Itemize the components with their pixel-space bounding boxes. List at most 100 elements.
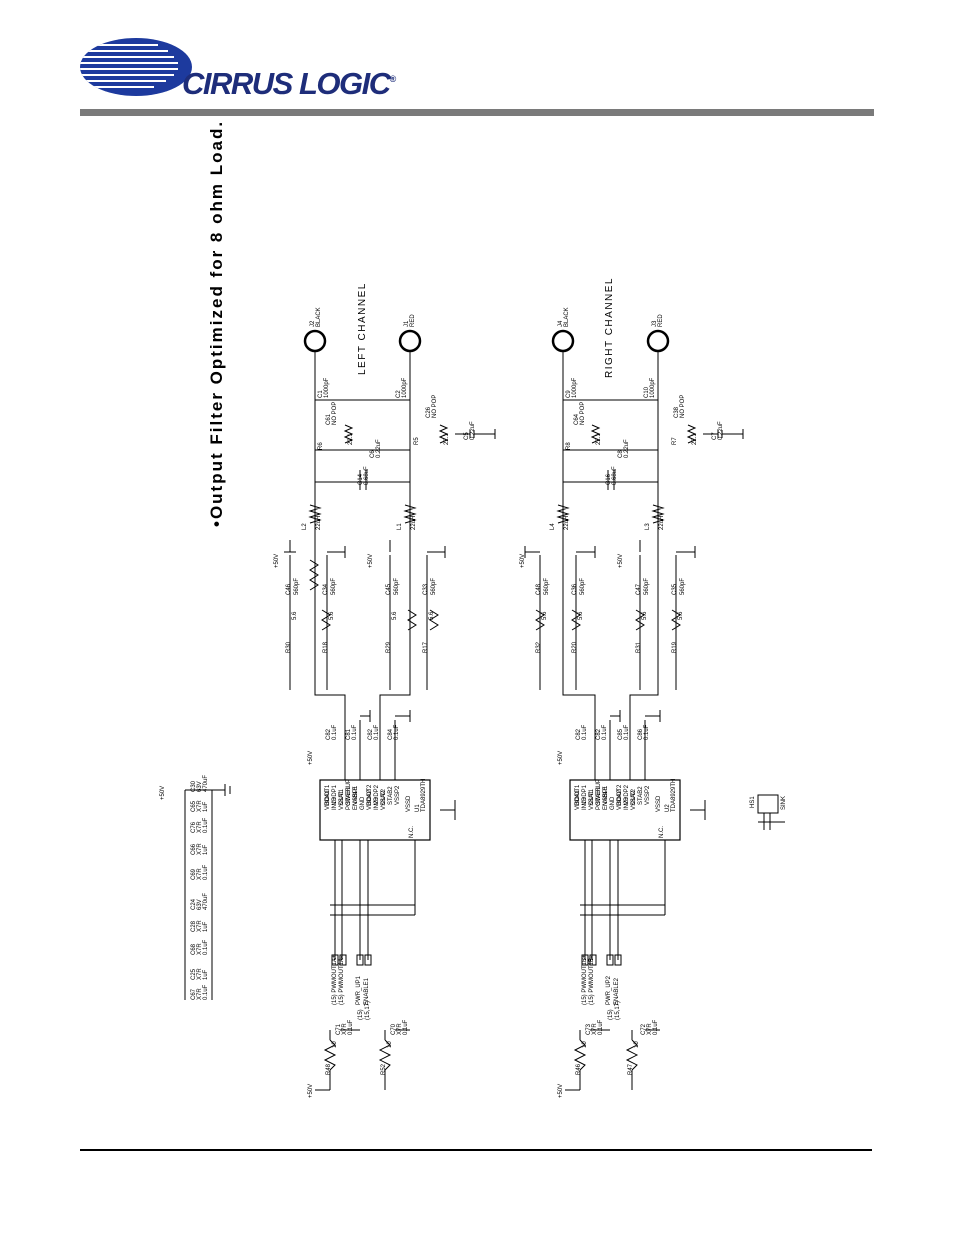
svg-text:C26: C26 [426,406,432,418]
svg-text:GND: GND [610,796,616,810]
left-channel-label: LEFT CHANNEL [357,282,368,375]
svg-text:1uF: 1uF [203,969,209,980]
svg-text:0.22uF: 0.22uF [376,439,382,458]
svg-text:VSSA1: VSSA1 [339,790,345,810]
svg-text:+50V: +50V [618,554,624,568]
svg-text:0.22uF: 0.22uF [470,421,476,440]
svg-text:+50V: +50V [368,554,374,568]
svg-text:X7R: X7R [647,1023,653,1035]
svg-text:C25: C25 [191,968,197,980]
svg-text:22uH: 22uH [316,516,322,530]
svg-text:PWR_UP2: PWR_UP2 [606,975,612,1005]
svg-text:C64: C64 [574,413,580,425]
svg-text:C67: C67 [191,988,197,1000]
svg-text:(15): (15) [358,1009,364,1020]
svg-text:C46: C46 [286,583,292,595]
svg-text:0.1uF: 0.1uF [598,1019,604,1035]
svg-text:R17: R17 [423,641,429,653]
svg-text:560pF: 560pF [331,578,337,595]
svg-text:0.1uF: 0.1uF [203,984,209,1000]
svg-text:C34: C34 [323,583,329,595]
svg-text:U2: U2 [665,804,671,812]
svg-text:5.6: 5.6 [578,611,584,620]
svg-text:C24: C24 [191,898,197,910]
svg-text:10: 10 [387,1041,393,1048]
svg-text:R52: R52 [381,1063,387,1075]
svg-text:STAB2: STAB2 [638,786,644,805]
svg-text:X7R: X7R [197,868,203,880]
svg-text:1uF: 1uF [203,844,209,855]
svg-text:C10: C10 [644,386,650,398]
svg-text:X7R: X7R [397,1023,403,1035]
svg-text:IN2+: IN2+ [374,797,380,810]
svg-text:1uF: 1uF [203,801,209,812]
svg-text:IN1+: IN1+ [582,797,588,810]
svg-text:R8: R8 [566,442,572,450]
svg-text:VSSP1: VSSP1 [353,785,359,805]
svg-text:0.1uF: 0.1uF [203,864,209,880]
svg-text:U1: U1 [415,804,421,812]
svg-text:ENABLE2: ENABLE2 [614,977,620,1005]
svg-text:R46: R46 [576,1063,582,1075]
svg-text:0.1uF: 0.1uF [374,724,380,740]
svg-text:C70: C70 [391,1023,397,1035]
svg-text:VDDA2: VDDA2 [617,789,623,810]
svg-text:X7R: X7R [197,988,203,1000]
svg-text:(15) PWMOUT1A+: (15) PWMOUT1A+ [332,954,338,1005]
svg-text:RED: RED [410,314,416,327]
jack-j4-icon [551,329,575,353]
svg-text:10: 10 [634,1041,640,1048]
svg-text:R47: R47 [628,1063,634,1075]
svg-text:STAB2: STAB2 [388,786,394,805]
svg-text:63V: 63V [197,899,203,910]
svg-text:5.6: 5.6 [542,611,548,620]
svg-text:C73: C73 [586,1023,592,1035]
output-filter-note: •Output Filter Optimized for 8 ohm Load. [207,120,226,527]
svg-text:C45: C45 [386,583,392,595]
svg-text:POWERUP: POWERUP [596,779,602,810]
svg-text:C7: C7 [712,432,718,440]
svg-text:22uH: 22uH [411,516,417,530]
svg-text:R30: R30 [286,641,292,653]
svg-text:1000pF: 1000pF [402,377,408,398]
svg-text:X7R: X7R [197,800,203,812]
svg-text:560pF: 560pF [644,578,650,595]
svg-text:R31: R31 [636,641,642,653]
svg-text:+50V: +50V [558,1084,564,1098]
svg-text:0.1uF: 0.1uF [602,724,608,740]
svg-text:NO POP: NO POP [332,402,338,425]
svg-text:R20: R20 [572,641,578,653]
svg-text:VSSA2: VSSA2 [631,790,637,810]
svg-text:X7R: X7R [592,1023,598,1035]
svg-text:VSSD: VSSD [656,795,662,812]
svg-text:0.1uF: 0.1uF [203,939,209,955]
svg-text:R6: R6 [318,442,324,450]
svg-text:0.1uF: 0.1uF [644,724,650,740]
svg-text:5.6: 5.6 [429,611,435,620]
svg-text:J4: J4 [558,320,564,327]
svg-text:+50V: +50V [308,751,314,765]
svg-text:10: 10 [582,1041,588,1048]
svg-text:470uF: 470uF [203,893,209,910]
svg-text:VDDP2: VDDP2 [374,784,380,805]
decoupling-bank [184,784,231,1000]
svg-text:VDDA2: VDDA2 [367,789,373,810]
svg-text:C86: C86 [638,728,644,740]
svg-text:X7R: X7R [197,943,203,955]
svg-text:VSSA2: VSSA2 [381,790,387,810]
svg-text:X7R: X7R [342,1023,348,1035]
svg-text:(15,17): (15,17) [615,1001,621,1020]
svg-text:0.1uF: 0.1uF [352,724,358,740]
svg-text:(15,17): (15,17) [365,1001,371,1020]
svg-text:VDDA1: VDDA1 [325,789,331,810]
svg-text:VSSP1: VSSP1 [603,785,609,805]
svg-text:R18: R18 [323,641,329,653]
svg-text:63V: 63V [197,781,203,792]
svg-text:0.68uF: 0.68uF [612,466,618,485]
svg-text:C81: C81 [346,728,352,740]
svg-text:0.1uF: 0.1uF [394,724,400,740]
svg-text:IN1+: IN1+ [332,797,338,810]
svg-text:L3: L3 [645,523,651,530]
heatsink-label: HS1 [750,796,756,808]
cirrus-logic-logo-icon [80,38,192,96]
